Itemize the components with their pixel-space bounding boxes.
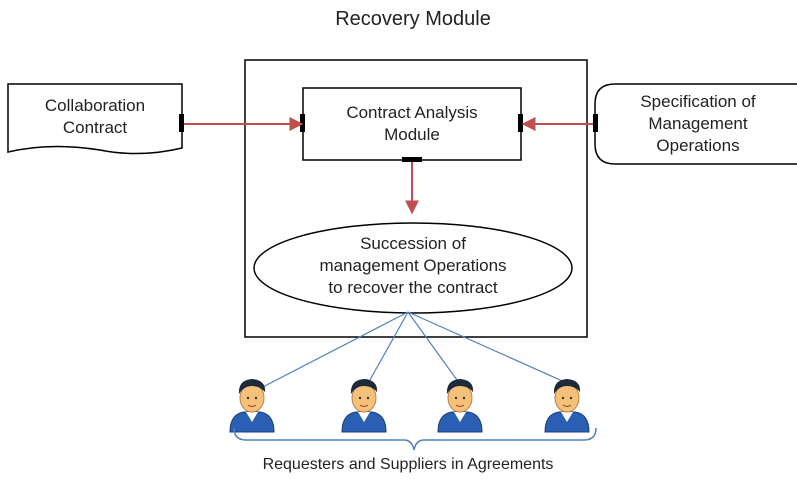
collaboration-contract-label: Collaboration Contract <box>10 95 180 139</box>
succession-line-1: Succession of <box>360 234 466 253</box>
fanout-arrow-2 <box>365 311 409 388</box>
actors-group-label: Requesters and Suppliers in Agreements <box>262 456 554 473</box>
user-icon <box>229 378 275 433</box>
succession-ellipse <box>253 222 573 314</box>
specification-line-1: Specification of <box>640 92 756 111</box>
specification-port <box>593 114 598 132</box>
user-icon <box>437 378 483 433</box>
user-icon <box>341 378 387 433</box>
specification-line-3: Operations <box>656 136 740 155</box>
specification-label: Specification of Management Operations <box>600 91 796 157</box>
collaboration-contract-port <box>179 114 184 132</box>
contract-analysis-port-bottom <box>402 157 422 162</box>
contract-analysis-label: Contract Analysis Module <box>305 102 519 146</box>
user-icon <box>544 378 590 433</box>
collaboration-contract-line-1: Collaboration <box>44 96 146 115</box>
collaboration-contract-line-2: Contract <box>62 118 128 137</box>
specification-line-2: Management <box>648 114 748 133</box>
contract-analysis-line-2: Module <box>384 125 440 144</box>
succession-label: Succession of management Operations to r… <box>273 233 553 299</box>
collaboration-contract-shape <box>7 83 183 155</box>
fanout-arrow-3 <box>407 311 463 388</box>
succession-line-2: management Operations <box>319 256 507 275</box>
actors-group-brace <box>233 427 597 451</box>
specification-shape <box>594 83 797 165</box>
recovery-module-frame <box>244 59 588 338</box>
fanout-arrow-1 <box>256 311 409 391</box>
contract-analysis-box <box>302 87 522 161</box>
succession-line-3: to recover the contract <box>328 278 498 297</box>
fanout-arrow-4 <box>407 311 579 389</box>
contract-analysis-line-1: Contract Analysis <box>346 103 478 122</box>
contract-analysis-port-right <box>518 114 523 132</box>
diagram-title: Recovery Module <box>335 8 491 30</box>
